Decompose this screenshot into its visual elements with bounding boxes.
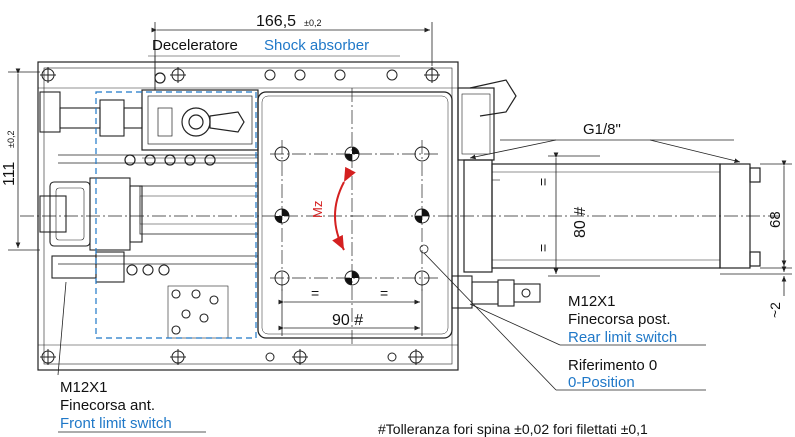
equal-mark-upper: = <box>535 178 551 186</box>
equal-mark-right: = <box>380 285 388 301</box>
dim-body-height <box>760 160 792 269</box>
dim-hole-spacing-h <box>278 285 423 336</box>
decelerator-label-en: Shock absorber <box>264 37 369 54</box>
leader-lines <box>57 55 741 433</box>
plate-screws <box>40 67 440 365</box>
dim-left-height-tol: ±0,2 <box>6 131 16 148</box>
rear-limit-label-it: Finecorsa post. <box>568 311 671 328</box>
center-lines <box>20 88 780 345</box>
shock-absorber <box>124 72 259 166</box>
dim-hole-spacing-v-value: 80 # <box>572 207 589 238</box>
working-envelope <box>95 91 257 339</box>
zero-position-label-it: Riferimento 0 <box>568 357 657 374</box>
dim-left-height-value: 111 <box>1 162 18 186</box>
dim-offset-value: ~2 <box>767 302 783 318</box>
dim-top-width-value: 166,5 <box>256 13 296 30</box>
front-connector-label: M12X1 <box>60 379 108 396</box>
rear-connector-label: M12X1 <box>568 293 616 310</box>
decelerator-label-it: Deceleratore <box>152 37 238 54</box>
front-limit-label-it: Finecorsa ant. <box>60 397 155 414</box>
dim-hole-spacing-h-value: 90 # <box>332 312 363 329</box>
mz-arrow <box>332 166 356 251</box>
equal-mark-lower: = <box>535 244 551 252</box>
dim-offset <box>720 250 792 296</box>
slide-rails <box>58 154 259 265</box>
cylinder-body <box>457 79 761 273</box>
rear-limit-label-en: Rear limit switch <box>568 329 677 346</box>
mz-label: Mz <box>310 201 325 218</box>
thread-label: G1/8" <box>583 121 621 138</box>
front-limit-label-en: Front limit switch <box>60 415 172 432</box>
zero-position-label-en: 0-Position <box>568 374 635 391</box>
dim-left-height <box>8 68 40 251</box>
left-hardware <box>39 91 229 339</box>
rear-limit-switch <box>451 275 541 309</box>
equal-mark-left: = <box>311 285 319 301</box>
dim-body-height-value: 68 <box>767 211 784 228</box>
carriage-holes <box>274 146 430 286</box>
tolerance-footnote: #Tolleranza fori spina ±0,02 fori filett… <box>378 421 648 437</box>
dim-hole-spacing-v <box>548 152 600 277</box>
dim-top-width-tol: ±0,2 <box>304 18 321 28</box>
